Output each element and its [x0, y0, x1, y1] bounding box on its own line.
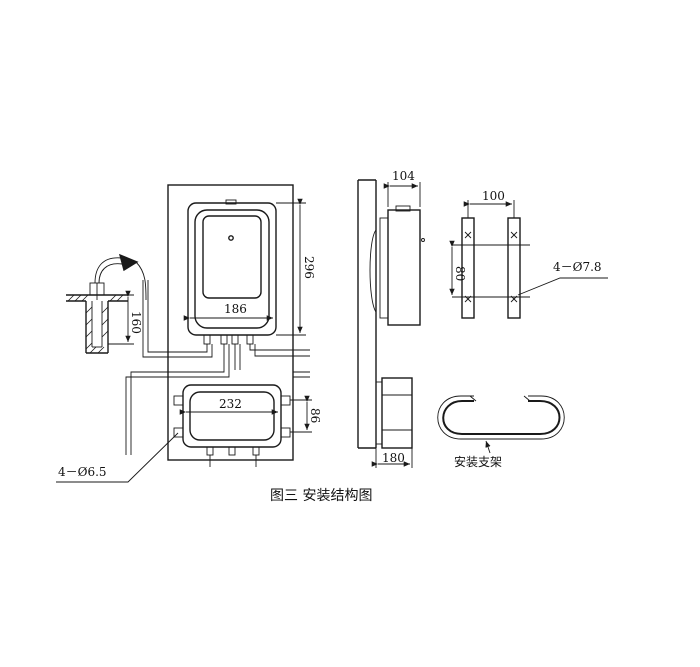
dim-upper-width: 186 [224, 302, 247, 316]
dim-bracket-width: 100 [482, 189, 505, 203]
label-mount-holes-left: 4－Ø6.5 [58, 465, 107, 479]
bracket-slots [449, 200, 608, 319]
mounting-panel [167, 184, 294, 461]
upper-enclosure [183, 199, 277, 345]
dim-side-depth: 104 [392, 169, 415, 183]
ground-pipe-detail [66, 253, 147, 354]
figure-caption: 图三 安装结构图 [270, 488, 372, 504]
dim-upper-height: 296 [302, 256, 316, 279]
mounting-bracket [437, 395, 565, 454]
dim-lower-width: 232 [219, 397, 242, 411]
side-view [357, 179, 425, 468]
dim-lower-height: 86 [308, 408, 322, 423]
dim-bracket-height: 80 [453, 266, 467, 281]
conduit-runs [125, 280, 310, 455]
label-bracket-holes: 4－Ø7.8 [553, 260, 602, 274]
dim-pipe-depth: 160 [129, 311, 143, 334]
label-bracket: 安装支架 [454, 454, 502, 469]
lower-enclosure [56, 384, 312, 483]
dim-side-base: 180 [382, 451, 405, 465]
dim-upper-height-lines [276, 198, 306, 336]
